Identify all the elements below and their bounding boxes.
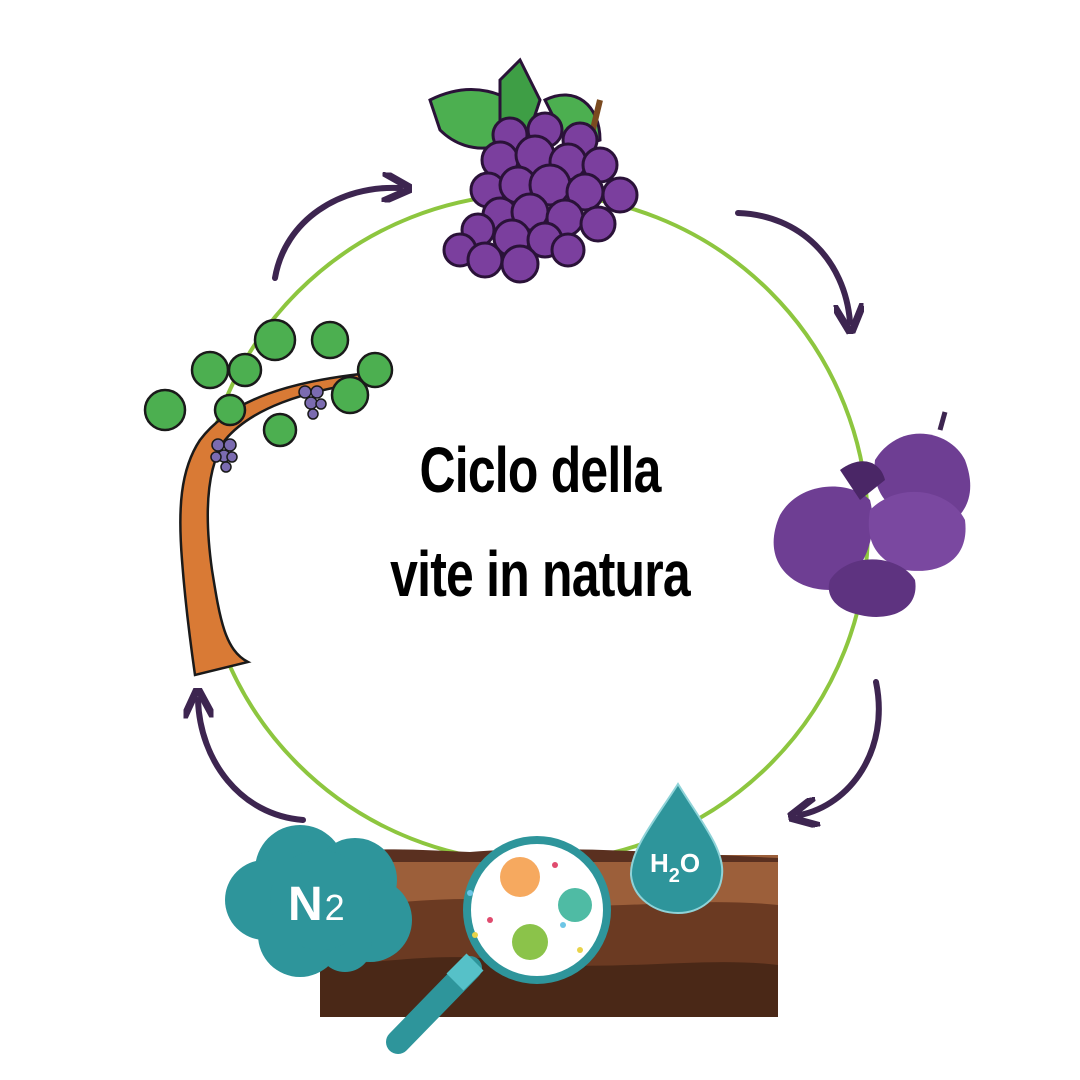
nitrogen-label: N2 (288, 878, 345, 931)
arrow-soil-to-vine (198, 700, 306, 823)
water-drop-icon (629, 782, 724, 915)
water-label: H2O (650, 848, 700, 887)
arrow-grapes-to-raisins (735, 210, 850, 322)
grape-cluster-icon (428, 57, 639, 284)
raisins-icon (773, 411, 971, 617)
magnifier-microbes-icon (386, 836, 611, 1054)
diagram-title: Ciclo della vite in natura (345, 418, 735, 626)
vine-plant-icon (143, 318, 394, 677)
arrow-vine-to-grapes (272, 188, 400, 281)
title-line-1: Ciclo della (419, 434, 661, 506)
cycle-arrows (198, 188, 882, 823)
arrow-raisins-to-soil (800, 679, 882, 815)
nitrogen-cloud-icon (225, 825, 412, 977)
title-line-2: vite in natura (390, 538, 691, 610)
